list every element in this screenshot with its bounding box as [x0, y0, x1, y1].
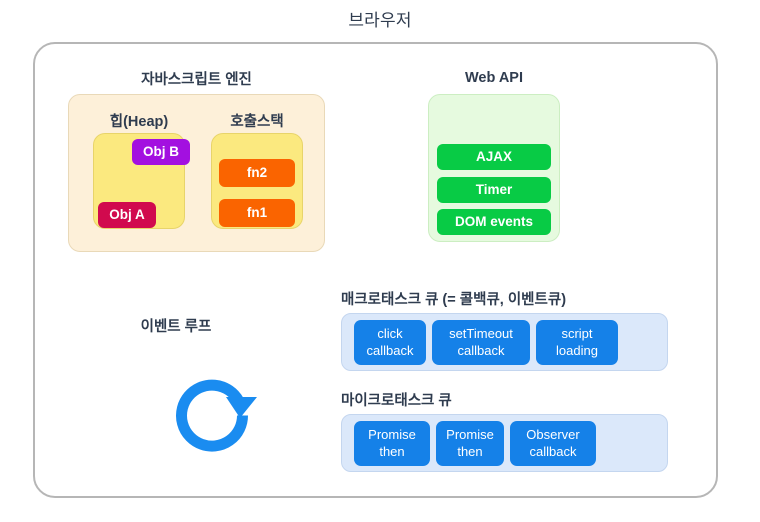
- macrotask-item-script-loading-line2: loading: [556, 342, 598, 358]
- macrotask-item-script-loading-line1: script: [561, 326, 593, 342]
- call-stack-caption: 호출스택: [230, 114, 284, 130]
- browser-frame: [33, 42, 718, 498]
- macrotask-item-script-loading: script loading: [536, 320, 618, 365]
- microtask-item-promise-then-1: Promise then: [354, 421, 430, 466]
- heap-caption: 힙(Heap): [109, 114, 169, 130]
- macrotask-item-click-callback-line1: click: [377, 326, 403, 342]
- macrotask-item-click-callback: click callback: [354, 320, 426, 365]
- web-api-item-ajax: AJAX: [437, 144, 551, 170]
- microtask-item-promise-then-1-line2: then: [379, 443, 405, 459]
- web-api-item-dom-events: DOM events: [437, 209, 551, 235]
- page-title: 브라우저: [348, 11, 412, 30]
- web-api-item-timer: Timer: [437, 177, 551, 203]
- microtask-item-promise-then-2-line2: then: [457, 443, 483, 459]
- macrotask-item-settimeout-callback-line2: callback: [457, 342, 505, 358]
- macrotask-item-click-callback-line2: callback: [366, 342, 414, 358]
- web-api-caption: Web API: [464, 70, 523, 86]
- microtask-item-observer-callback-line2: callback: [529, 443, 577, 459]
- heap-object-obj-a: Obj A: [98, 202, 156, 228]
- macrotask-queue-caption: 매크로태스크 큐 (= 콜백큐, 이벤트큐): [341, 292, 567, 308]
- microtask-queue-caption: 마이크로태스크 큐: [341, 393, 452, 409]
- microtask-item-promise-then-2-line1: Promise: [446, 427, 494, 443]
- call-stack-frame-fn2: fn2: [219, 159, 295, 187]
- macrotask-item-settimeout-callback: setTimeout callback: [432, 320, 530, 365]
- microtask-item-observer-callback-line1: Observer: [526, 427, 580, 443]
- heap-object-obj-b: Obj B: [132, 139, 190, 165]
- macrotask-item-settimeout-callback-line1: setTimeout: [449, 326, 513, 342]
- call-stack-frame-fn1: fn1: [219, 199, 295, 227]
- microtask-item-promise-then-2: Promise then: [436, 421, 504, 466]
- microtask-item-observer-callback: Observer callback: [510, 421, 596, 466]
- js-engine-caption: 자바스크립트 엔진: [141, 72, 252, 88]
- event-loop-caption: 이벤트 루프: [140, 319, 212, 335]
- circular-loop-arrow-icon: [160, 360, 264, 464]
- microtask-item-promise-then-1-line1: Promise: [368, 427, 416, 443]
